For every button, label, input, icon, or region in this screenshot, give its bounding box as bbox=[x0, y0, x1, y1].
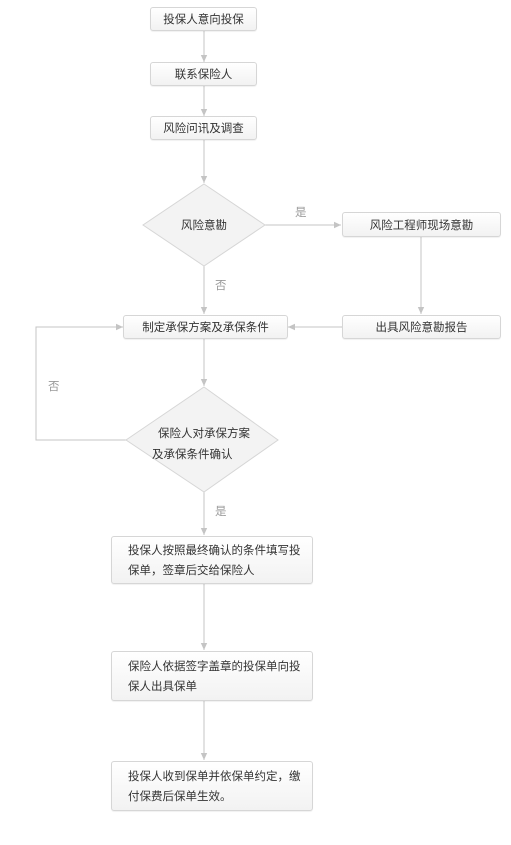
edge-label-confirm-yes: 是 bbox=[215, 504, 227, 518]
confirm-decision-diamond bbox=[125, 386, 279, 493]
node-inquiry-label: 风险问讯及调查 bbox=[163, 121, 244, 135]
node-survey-report: 出具风险意勘报告 bbox=[342, 315, 501, 339]
node-start-label: 投保人意向投保 bbox=[163, 12, 244, 26]
edge-label-survey-yes: 是 bbox=[295, 205, 307, 219]
confirm-decision-label-line2: 及承保条件确认 bbox=[152, 447, 233, 461]
survey-decision-diamond bbox=[142, 183, 266, 267]
node-effective-label: 投保人收到保单并依保单约定，缴付保费后保单生效。 bbox=[128, 769, 301, 803]
node-fill-form-label: 投保人按照最终确认的条件填写投保单，签章后交给保险人 bbox=[128, 543, 301, 577]
edge-label-survey-no: 否 bbox=[215, 278, 227, 292]
node-contact: 联系保险人 bbox=[150, 62, 257, 86]
edge-label-confirm-no: 否 bbox=[48, 379, 60, 393]
node-effective: 投保人收到保单并依保单约定，缴付保费后保单生效。 bbox=[111, 761, 313, 811]
node-inquiry: 风险问讯及调查 bbox=[150, 116, 257, 140]
node-plan: 制定承保方案及承保条件 bbox=[123, 315, 288, 339]
node-contact-label: 联系保险人 bbox=[174, 67, 233, 81]
edge-confirm-no bbox=[35, 323, 126, 441]
node-issue-policy: 保险人依据签字盖章的投保单向投保人出具保单 bbox=[111, 651, 313, 701]
node-plan-label: 制定承保方案及承保条件 bbox=[142, 320, 269, 334]
node-engineer-survey-label: 风险工程师现场意勘 bbox=[369, 217, 474, 232]
node-engineer-survey: 风险工程师现场意勘 bbox=[342, 212, 501, 237]
node-issue-policy-label: 保险人依据签字盖章的投保单向投保人出具保单 bbox=[128, 659, 301, 693]
node-survey-report-label: 出具风险意勘报告 bbox=[375, 320, 468, 334]
confirm-decision-label-line1: 保险人对承保方案 bbox=[158, 426, 250, 440]
confirm-decision-label: 保险人对承保方案 及承保条件确认 bbox=[134, 423, 274, 465]
node-start: 投保人意向投保 bbox=[150, 7, 257, 31]
survey-decision-label: 风险意勘 bbox=[181, 218, 227, 232]
node-fill-form: 投保人按照最终确认的条件填写投保单，签章后交给保险人 bbox=[111, 536, 313, 584]
